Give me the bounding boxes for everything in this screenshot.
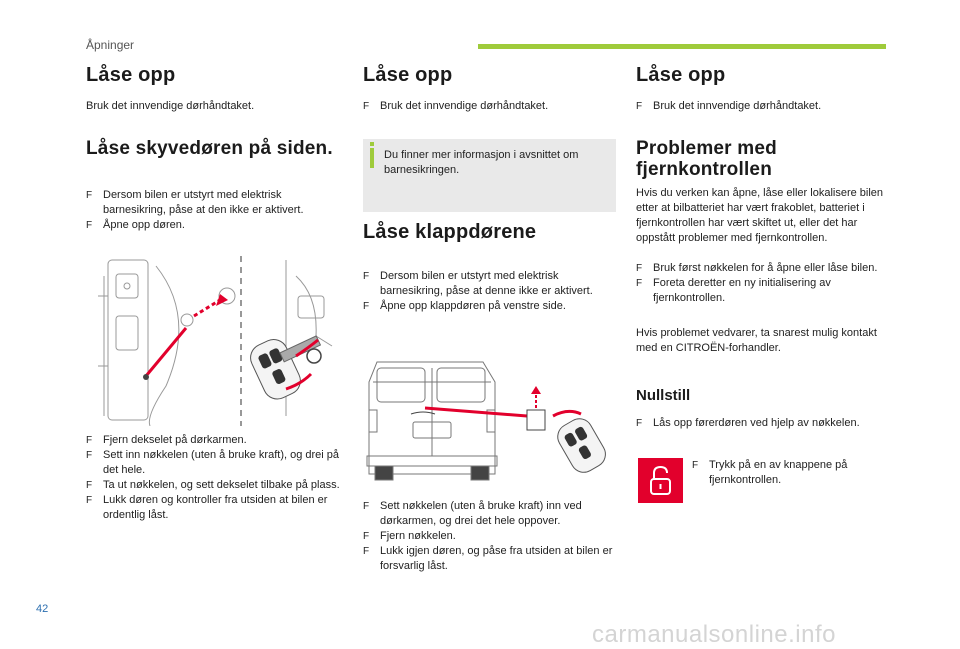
unlock-icon xyxy=(638,458,683,503)
info-box: Du finner mer informasjon i avsnittet om… xyxy=(363,139,616,212)
paragraph: Hvis problemet vedvarer, ta snarest muli… xyxy=(636,327,877,354)
paragraph: Bruk det innvendige dørhåndtaket. xyxy=(86,100,255,112)
heading-remote-problems: Problemer med fjernkontrollen xyxy=(636,138,777,180)
heading-sliding-door: Låse skyvedøren på siden. xyxy=(86,138,333,159)
paragraph: Hvis du verken kan åpne, låse eller loka… xyxy=(636,187,884,244)
section-accent-bar xyxy=(478,44,886,49)
watermark: carmanualsonline.info xyxy=(592,621,836,648)
info-icon xyxy=(370,142,374,146)
page-number: 42 xyxy=(36,603,49,615)
door-lock-illustration xyxy=(98,256,333,426)
heading-rear-doors: Låse klappdørene xyxy=(363,221,537,243)
heading-unlock: Låse opp xyxy=(363,64,453,86)
heading-unlock: Låse opp xyxy=(86,64,176,86)
heading-reset: Nullstill xyxy=(636,387,691,404)
column-1: Låse opp Bruk det innvendige dørhåndtake… xyxy=(86,64,346,521)
van-rear-illustration xyxy=(366,361,606,481)
section-label: Åpninger xyxy=(86,38,135,52)
info-text: Du finner mer informasjon i avsnittet om… xyxy=(384,149,579,176)
heading-unlock: Låse opp xyxy=(636,64,726,86)
